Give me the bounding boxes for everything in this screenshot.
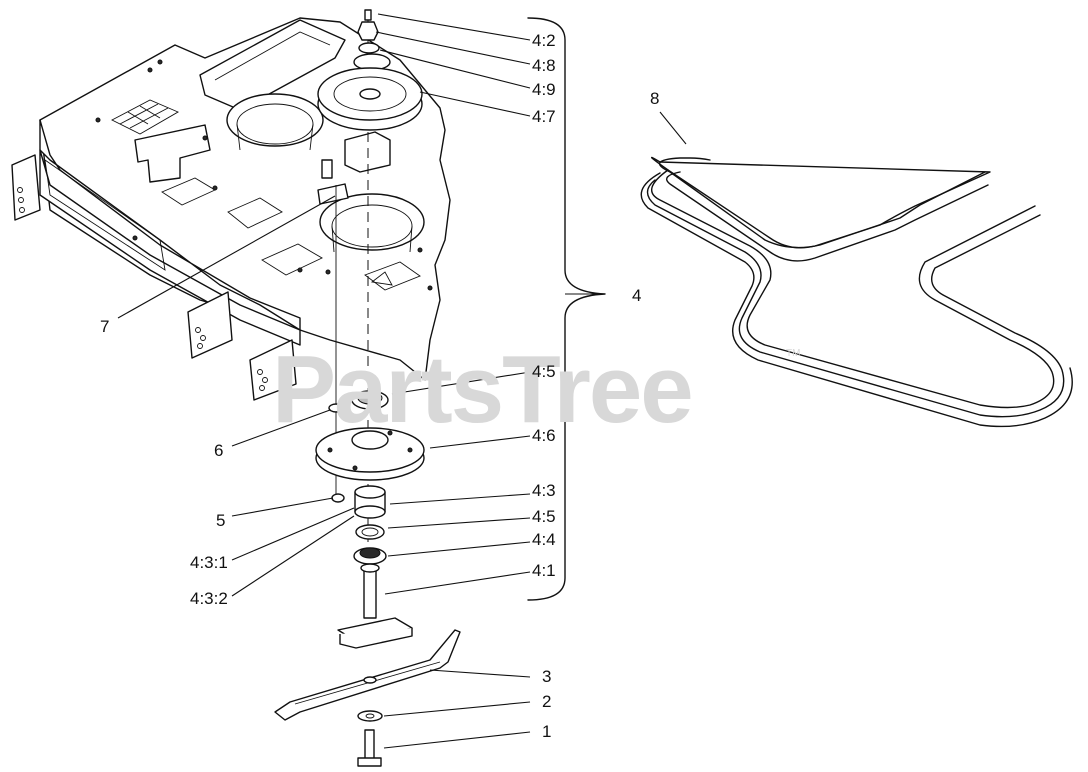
callout-4-7: 4:7 xyxy=(532,107,556,126)
callout-4-5-upper: 4:5 xyxy=(532,362,556,381)
callout-4-3-2: 4:3:2 xyxy=(190,589,228,608)
callout-5: 5 xyxy=(216,511,225,530)
callout-4: 4 xyxy=(632,286,641,305)
callout-8: 8 xyxy=(650,89,659,108)
callout-4-3-1: 4:3:1 xyxy=(190,553,228,572)
lower-bearing-part xyxy=(355,524,385,540)
callout-3: 3 xyxy=(542,667,551,686)
callout-labels: 4:2 4:8 4:9 4:7 8 4 7 4:5 6 4:6 4:3 5 4:… xyxy=(100,31,659,741)
upper-bearing-part xyxy=(351,390,389,410)
watermark: PartsTree TM xyxy=(272,336,800,443)
spindle-housing-part xyxy=(315,427,425,481)
blade xyxy=(274,629,461,721)
watermark-trademark: TM xyxy=(786,348,800,359)
seal-part xyxy=(353,547,387,565)
callout-4-9: 4:9 xyxy=(532,80,556,99)
callout-7: 7 xyxy=(100,317,109,336)
pulley-part xyxy=(317,67,423,131)
callout-4-8: 4:8 xyxy=(532,56,556,75)
callout-4-4: 4:4 xyxy=(532,530,556,549)
washer-6-part xyxy=(328,403,344,413)
washer-part xyxy=(358,42,380,54)
callout-4-2: 4:2 xyxy=(532,31,556,50)
callout-4-5-lower: 4:5 xyxy=(532,507,556,526)
bearing-part xyxy=(354,485,386,519)
watermark-text: PartsTree xyxy=(272,336,692,443)
blade-washer xyxy=(357,710,383,722)
blade-bolt xyxy=(357,729,382,767)
nut-part xyxy=(357,21,379,41)
nut-5-part xyxy=(331,493,345,503)
callout-1: 1 xyxy=(542,722,551,741)
callout-4-6: 4:6 xyxy=(532,426,556,445)
spindle-assembly xyxy=(315,9,425,649)
callout-2: 2 xyxy=(542,692,551,711)
callout-4-1: 4:1 xyxy=(532,561,556,580)
callout-6: 6 xyxy=(214,441,223,460)
callout-4-3: 4:3 xyxy=(532,481,556,500)
leader-lines xyxy=(117,13,687,749)
drive-belt xyxy=(640,156,1073,428)
assembly-brace xyxy=(527,17,606,601)
shaft-part xyxy=(337,563,413,649)
